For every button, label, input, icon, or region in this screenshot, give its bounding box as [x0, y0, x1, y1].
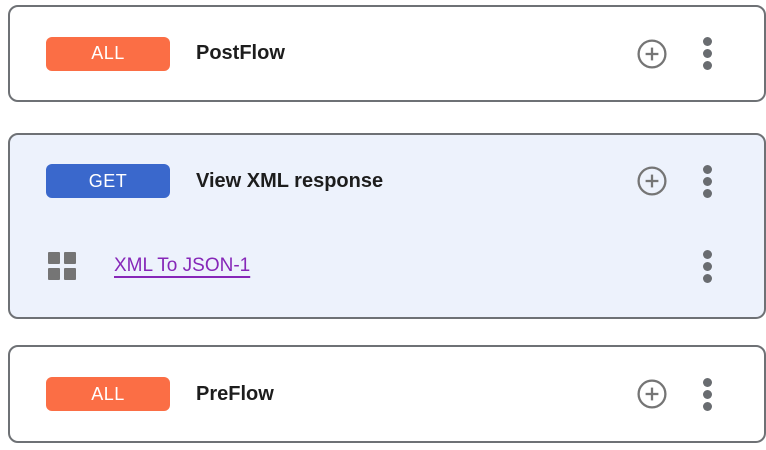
add-step-button[interactable] — [637, 38, 667, 69]
method-badge: ALL — [46, 36, 170, 71]
flow-menu-button[interactable] — [702, 377, 712, 411]
flow-card-postflow[interactable]: ALL PostFlow — [8, 5, 766, 102]
flow-card-preflow[interactable]: ALL PreFlow — [8, 345, 766, 443]
policy-row: XML To JSON-1 — [10, 227, 764, 305]
add-step-button[interactable] — [637, 379, 667, 409]
kebab-menu-icon — [702, 377, 712, 411]
plus-circle-icon — [637, 166, 667, 196]
flow-title: PostFlow — [196, 42, 285, 64]
plus-circle-icon — [637, 379, 667, 409]
add-step-button[interactable] — [637, 166, 667, 196]
flow-card-view-xml-response[interactable]: GET View XML response XML To JSON-1 — [8, 133, 766, 319]
policy-link[interactable]: XML To JSON-1 — [114, 255, 251, 276]
policy-grid-icon — [48, 252, 76, 280]
flow-menu-button[interactable] — [702, 37, 712, 71]
flow-row: ALL PreFlow — [10, 347, 764, 441]
flow-title: View XML response — [196, 169, 384, 192]
kebab-menu-icon — [702, 37, 712, 70]
kebab-menu-icon — [702, 164, 712, 198]
kebab-menu-icon — [702, 249, 712, 283]
flow-title: PreFlow — [196, 382, 274, 405]
flow-row: ALL PostFlow — [10, 7, 764, 100]
flow-row: GET View XML response — [10, 135, 764, 227]
method-badge: GET — [46, 164, 170, 198]
flow-menu-button[interactable] — [702, 164, 712, 198]
method-badge: ALL — [46, 377, 170, 411]
policy-menu-button[interactable] — [702, 249, 712, 283]
plus-circle-icon — [637, 38, 667, 69]
